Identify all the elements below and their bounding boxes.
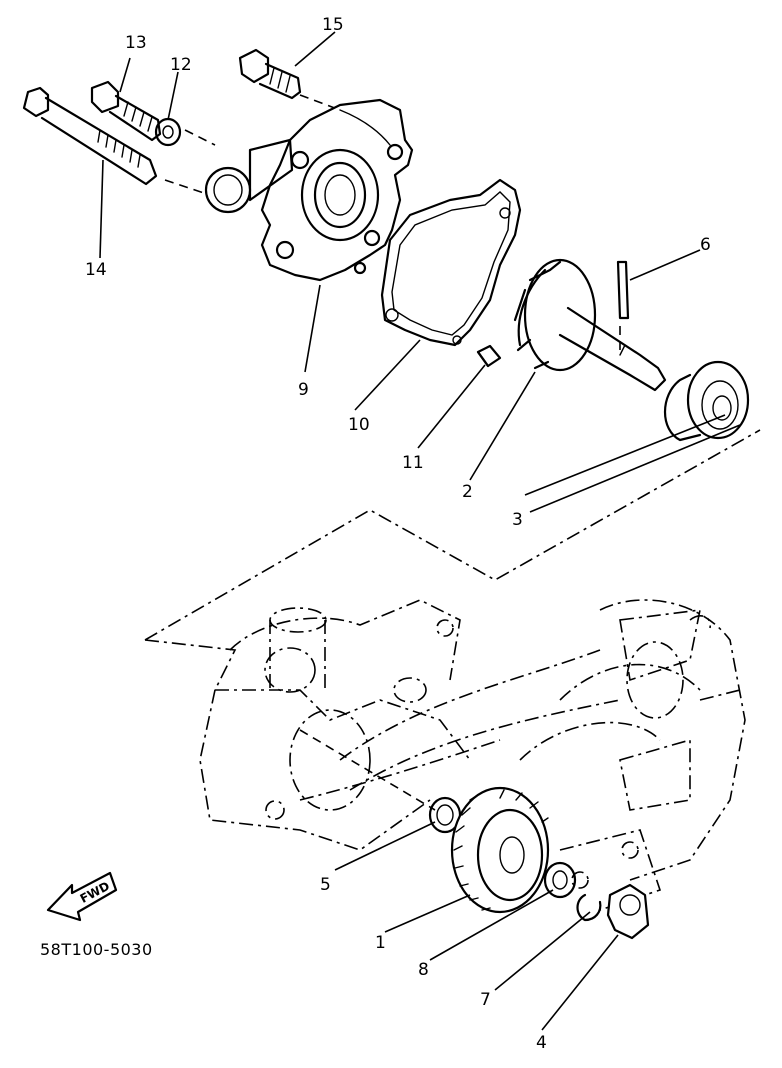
bearing-3 bbox=[663, 360, 750, 442]
gear-1 bbox=[450, 786, 550, 914]
callout-14: 14 bbox=[85, 260, 107, 280]
crankcase-cover-outline bbox=[144, 429, 761, 911]
fwd-arrow-icon: FWD bbox=[46, 871, 118, 922]
leader-lines bbox=[99, 31, 741, 1031]
bolt-15 bbox=[238, 48, 302, 100]
callout-10: 10 bbox=[348, 415, 370, 435]
callout-11: 11 bbox=[402, 453, 424, 473]
callout-12: 12 bbox=[170, 55, 192, 75]
long-bolt-14 bbox=[22, 86, 158, 186]
short-bolt-13 bbox=[90, 80, 162, 142]
callout-6: 6 bbox=[700, 235, 711, 255]
dowel-pin-11 bbox=[476, 344, 502, 368]
nut-4 bbox=[606, 883, 650, 940]
part-code: 58T100-5030 bbox=[40, 940, 153, 959]
callout-9: 9 bbox=[298, 380, 309, 400]
callout-5: 5 bbox=[320, 875, 331, 895]
callout-13: 13 bbox=[125, 33, 147, 53]
callout-15: 15 bbox=[322, 15, 344, 35]
circlip-7 bbox=[576, 893, 602, 922]
callout-8: 8 bbox=[418, 960, 429, 980]
callout-7: 7 bbox=[480, 990, 491, 1010]
pin-6 bbox=[616, 260, 630, 320]
pump-housing-9 bbox=[204, 98, 414, 282]
impeller-shaft-2 bbox=[513, 258, 667, 392]
callout-2: 2 bbox=[462, 482, 473, 502]
washer-8 bbox=[543, 861, 577, 899]
callout-3: 3 bbox=[512, 510, 523, 530]
callout-numbers: 13 12 15 14 9 10 11 2 3 6 5 1 8 7 4 bbox=[85, 15, 711, 1053]
callout-4: 4 bbox=[536, 1033, 547, 1053]
callout-1: 1 bbox=[375, 933, 386, 953]
gasket-10 bbox=[380, 178, 522, 347]
